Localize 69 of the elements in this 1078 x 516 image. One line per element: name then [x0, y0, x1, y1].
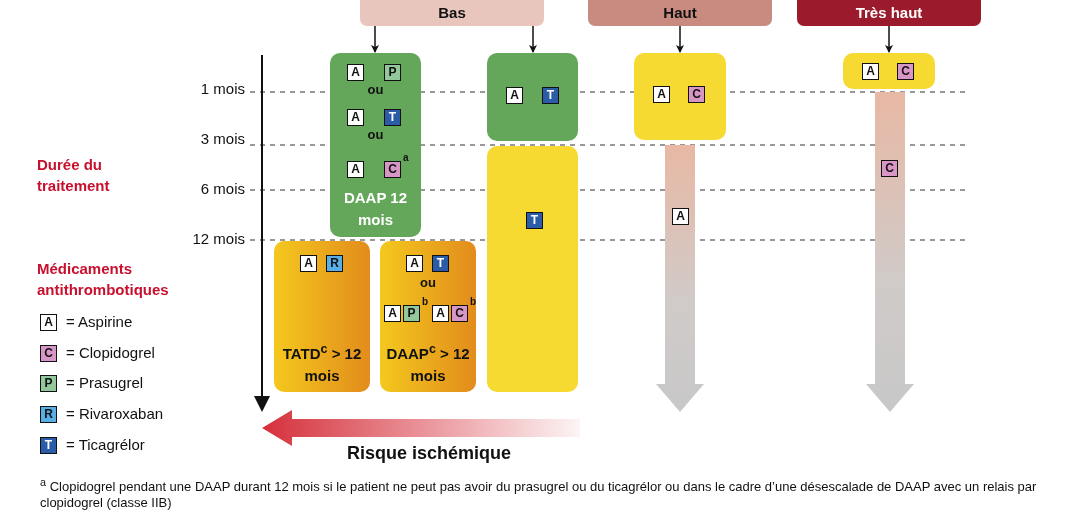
axis-tick-label: 3 mois: [199, 129, 245, 149]
box-label: TATD$^{c}$ > 12 mois: [281, 341, 363, 386]
drug-tile: A: [40, 314, 57, 331]
drug-tile: A: [347, 161, 364, 178]
drug-name-label: = Aspirine: [66, 313, 133, 330]
drug-tile: P: [403, 305, 420, 322]
footnote-mark: a: [403, 152, 409, 163]
drug-tile: T: [40, 437, 57, 454]
box-label: ou: [366, 81, 385, 99]
drug-tile: A: [300, 255, 317, 272]
drug-name-label: = Prasugrel: [66, 374, 144, 391]
treatment-arrow: [866, 92, 914, 412]
drug-tile: C: [384, 161, 401, 178]
arrow: [529, 25, 537, 53]
drug-tile: A: [653, 86, 670, 103]
drug-tile: C: [451, 305, 468, 322]
axis-tick-label: 1 mois: [199, 79, 245, 99]
drug-tile: A: [862, 63, 879, 80]
footnote-mark: b: [470, 296, 477, 307]
drug-name-label: = Clopidogrel: [66, 344, 155, 361]
treatment-box: [380, 241, 476, 392]
axis-tick-label: 12 mois: [191, 229, 245, 249]
axis-title: Risque ischémique: [347, 442, 512, 465]
drug-tile: C: [897, 63, 914, 80]
risk-level-header: [588, 0, 772, 26]
drug-tile: T: [542, 87, 559, 104]
arrow: [676, 25, 684, 53]
drug-tile: A: [506, 87, 523, 104]
drug-name-label: = Ticagrélor: [66, 436, 145, 453]
drug-tile: P: [384, 64, 401, 81]
drug-tile: A: [672, 208, 689, 225]
box-label: ou: [419, 274, 437, 292]
axis-tick-label: 6 mois: [199, 179, 245, 199]
box-label: DAAP$^{c}$ > 12 mois: [385, 341, 471, 386]
treatment-box: [330, 53, 421, 237]
footnote: $^{a}$ Clopidogrel pendant une DAAP durant 12 mois si le patient ne peut pas avoir du prasugrel ou du ticagrélor ou dans le cadre d’une désescalade de DAAP avec un relais par clopidogrel (classe IIB): [40, 475, 1038, 512]
header-label: Très haut: [854, 3, 924, 23]
drug-tile: R: [40, 406, 57, 423]
box-label: DAAP 12 mois: [342, 188, 409, 230]
drug-tile: A: [384, 305, 401, 322]
treatment-box: [487, 146, 578, 392]
treatment-box: [634, 53, 726, 140]
drug-name-label: = Rivaroxaban: [66, 405, 164, 422]
box-label: ou: [366, 126, 385, 144]
axis-title: Durée du traitement: [37, 155, 111, 196]
legend-title: Médicaments antithrombotiques: [37, 259, 170, 300]
treatment-box: [274, 241, 370, 392]
drug-tile: R: [326, 255, 343, 272]
header-label: Bas: [437, 3, 467, 23]
drug-tile: T: [384, 109, 401, 126]
drug-tile: A: [406, 255, 423, 272]
drug-tile: T: [432, 255, 449, 272]
header-label: Haut: [662, 3, 698, 23]
drug-tile: C: [688, 86, 705, 103]
treatment-arrow: [656, 145, 704, 412]
risk-level-header: [797, 0, 981, 26]
drug-tile: T: [526, 212, 543, 229]
drug-tile: A: [347, 64, 364, 81]
treatment-box: [843, 53, 935, 89]
drug-tile: P: [40, 375, 57, 392]
arrow: [885, 25, 893, 53]
drug-tile: A: [432, 305, 449, 322]
treatment-box: [487, 53, 578, 141]
drug-tile: A: [347, 109, 364, 126]
arrow: [371, 25, 379, 53]
risk-level-header: [360, 0, 544, 26]
drug-tile: C: [40, 345, 57, 362]
footnote-mark: b: [422, 296, 429, 307]
drug-tile: C: [881, 160, 898, 177]
